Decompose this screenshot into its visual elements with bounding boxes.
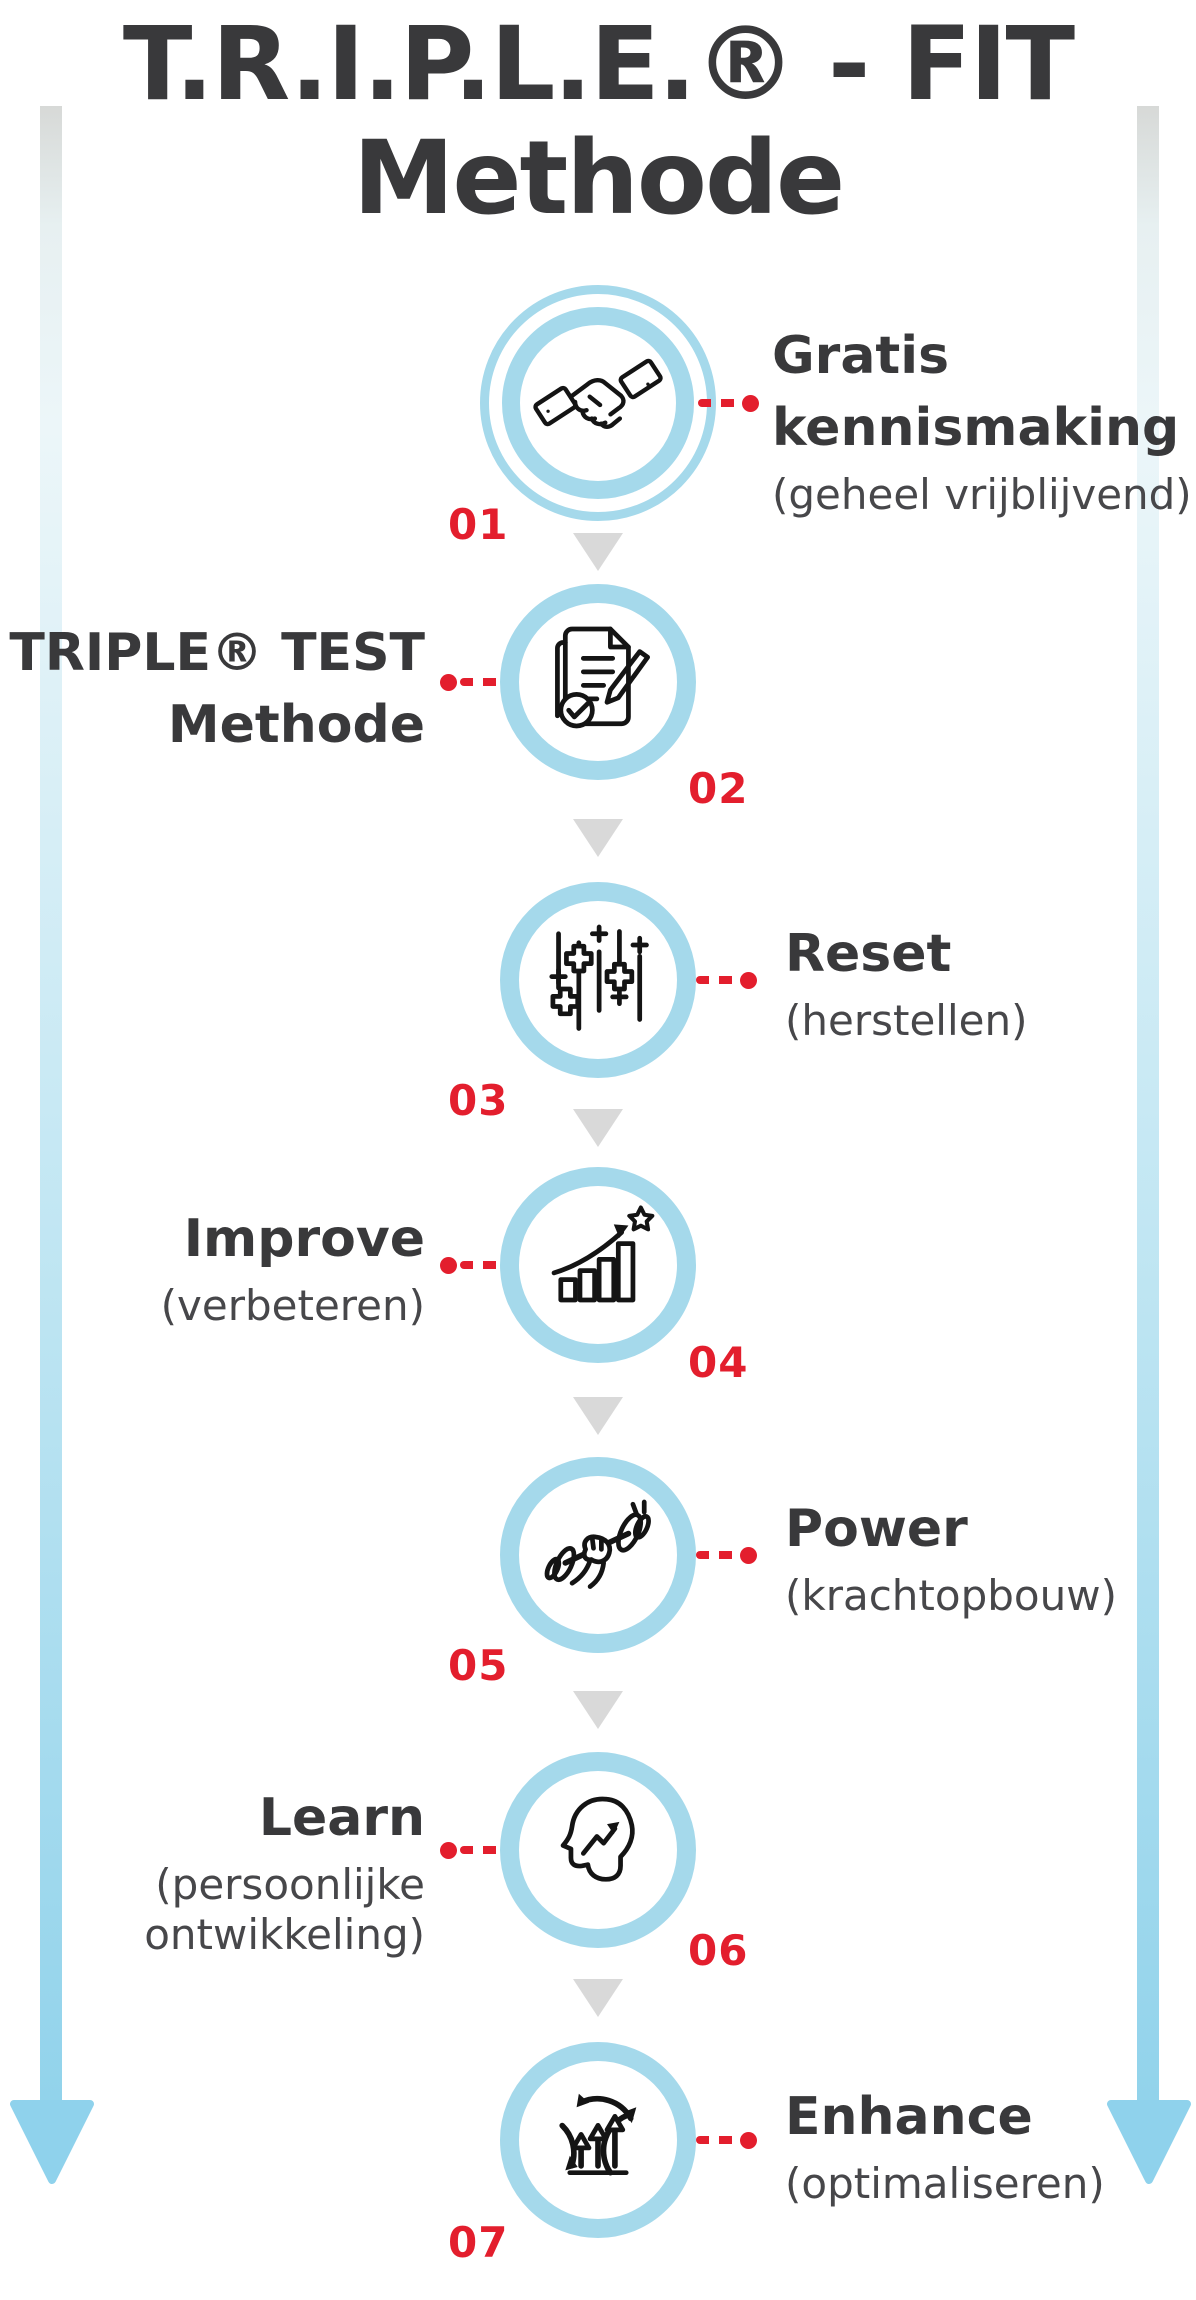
- step-number: 01: [448, 500, 509, 549]
- flow-triangle: [573, 1691, 623, 1729]
- step-title: Learn: [258, 1788, 425, 1848]
- connector-dot: [742, 395, 759, 412]
- connector-dot: [440, 1257, 457, 1274]
- step-title: Enhance: [785, 2087, 1033, 2147]
- connector-line: [696, 1551, 740, 1559]
- connector-line: [698, 399, 742, 407]
- step-subtitle: (herstellen): [785, 996, 1028, 1045]
- step-text-5: Power (krachtopbouw): [785, 1493, 1185, 1621]
- flow-arrow-left: [10, 106, 94, 2184]
- connector-dot: [440, 674, 457, 691]
- handshake-icon: [531, 353, 665, 457]
- step-number: 07: [448, 2218, 509, 2267]
- connector-dot: [440, 1842, 457, 1859]
- connector-line: [696, 976, 740, 984]
- step-number: 06: [688, 1926, 749, 1975]
- connector-line: [460, 1261, 504, 1269]
- connector-dot: [740, 1547, 757, 1564]
- cycle-arrows-icon: [536, 2078, 660, 2202]
- flow-triangle: [573, 1397, 623, 1435]
- step-title: TRIPLE® TEST Methode: [9, 623, 425, 755]
- step-subtitle: (optimaliseren): [785, 2159, 1105, 2208]
- step-number: 02: [688, 764, 749, 813]
- step-text-6: Learn (persoonlijke ontwikkeling): [5, 1782, 425, 1960]
- step-number: 05: [448, 1641, 509, 1690]
- connector-line: [460, 678, 504, 686]
- step-number: 04: [688, 1338, 749, 1387]
- step-text-3: Reset (herstellen): [785, 918, 1185, 1046]
- dumbbell-icon: [536, 1493, 660, 1617]
- page-title: T.R.I.P.L.E.® - FIT Methode: [122, 5, 1075, 238]
- step-title: Reset: [785, 924, 952, 984]
- growth-chart-icon: [536, 1203, 660, 1327]
- step-number: 03: [448, 1076, 509, 1125]
- connector-dot: [740, 2132, 757, 2149]
- recovery-sliders-icon: [536, 918, 660, 1042]
- step-subtitle: (geheel vrijblijvend): [772, 470, 1192, 519]
- step-subtitle: (krachtopbouw): [785, 1571, 1117, 1620]
- connector-line: [460, 1846, 504, 1854]
- step-subtitle: (verbeteren): [160, 1281, 425, 1330]
- checklist-icon: [536, 620, 660, 744]
- step-text-4: Improve (verbeteren): [5, 1203, 425, 1331]
- step-title: Improve: [183, 1209, 425, 1269]
- step-title: Gratis kennismaking: [772, 326, 1180, 458]
- flow-arrow-right: [1107, 106, 1191, 2184]
- flow-triangle: [573, 1979, 623, 2017]
- flow-triangle: [573, 819, 623, 857]
- connector-dot: [740, 972, 757, 989]
- flow-triangle: [573, 533, 623, 571]
- flow-triangle: [573, 1109, 623, 1147]
- step-text-7: Enhance (optimaliseren): [785, 2081, 1185, 2209]
- step-text-2: TRIPLE® TEST Methode: [5, 617, 425, 767]
- step-subtitle: (persoonlijke ontwikkeling): [144, 1860, 425, 1959]
- connector-line: [696, 2136, 740, 2144]
- step-text-1: Gratis kennismaking (geheel vrijblijvend…: [772, 320, 1196, 520]
- head-growth-icon: [536, 1788, 660, 1912]
- step-title: Power: [785, 1499, 968, 1559]
